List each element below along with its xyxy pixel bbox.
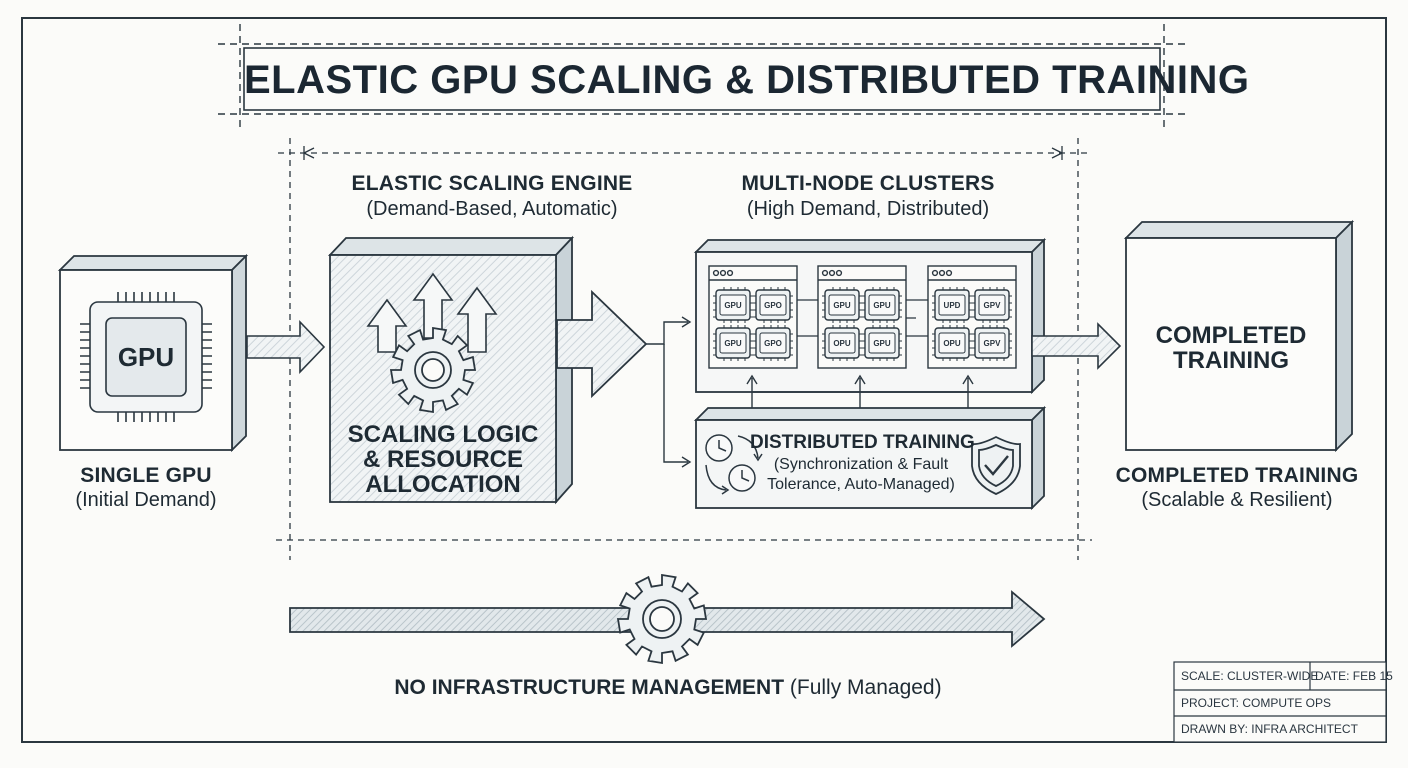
managed-label: NO INFRASTRUCTURE MANAGEMENT (Fully Mana… (300, 676, 1036, 700)
gpu-chip-icon (80, 292, 212, 422)
node-links (797, 299, 928, 337)
completed-box-line-1: COMPLETED (1155, 322, 1307, 349)
gpu-chip-label: GPU (724, 339, 742, 348)
gpu-chip: GPO (753, 325, 793, 361)
scaling-logic-line-1: SCALING LOGIC (347, 421, 539, 448)
gpu-chip: GPU (713, 325, 753, 361)
gpu-chip-label: GPU (724, 301, 742, 310)
arrow-to-completed (1031, 322, 1122, 370)
gpu-chip: GPO (753, 287, 793, 323)
managed-gear-icon (616, 573, 708, 665)
gpu-chip: GPV (972, 325, 1012, 361)
scaling-logic-line-2: & RESOURCE (362, 446, 524, 473)
arrow-to-clusters (556, 289, 648, 399)
title-block-date: DATE: FEB 15 (1315, 669, 1393, 683)
gpu-chip: GPV (972, 287, 1012, 323)
engine-gear-icon (389, 326, 477, 414)
title-block-grid (1173, 661, 1387, 743)
completed-box-label: COMPLETED TRAINING (1126, 323, 1336, 373)
completed-sub: (Scalable & Resilient) (1141, 489, 1333, 511)
gpu-chip: GPU (862, 287, 902, 323)
managed-label-bold: NO INFRASTRUCTURE MANAGEMENT (394, 676, 785, 699)
shield-check-icon (971, 435, 1021, 495)
cluster-nodes: GPU GPO GPU GPO GPU GPU OPU GPU UPD GPV OPU GPV (708, 265, 1017, 369)
scaling-engine-sub: (Demand-Based, Automatic) (366, 198, 618, 220)
gpu-chip-label: GPU (117, 342, 175, 372)
gpu-chip-label: GPU (873, 301, 891, 310)
clock-sync-icon (705, 434, 763, 495)
distributed-heading: DISTRIBUTED TRAINING (750, 432, 975, 453)
gpu-chip-label: OPU (833, 339, 851, 348)
cluster-node: GPU GPO GPU GPO (708, 265, 798, 369)
scaling-logic-label: SCALING LOGIC & RESOURCE ALLOCATION (330, 422, 556, 497)
cluster-node: UPD GPV OPU GPV (927, 265, 1017, 369)
single-gpu-sub: (Initial Demand) (75, 489, 217, 511)
scaling-engine-heading: ELASTIC SCALING ENGINE (351, 172, 633, 195)
distributed-sub: (Synchronization & Fault Tolerance, Auto… (750, 455, 972, 495)
clusters-sub: (High Demand, Distributed) (746, 198, 990, 220)
scale-up-arrows-icon (366, 272, 498, 353)
gpu-chip: OPU (932, 325, 972, 361)
completed-box (1123, 219, 1355, 453)
gpu-chip-label: GPO (764, 301, 782, 310)
gpu-chip-label: GPU (873, 339, 891, 348)
completed-box-line-2: TRAINING (1173, 347, 1289, 374)
outer-frame (21, 17, 1387, 743)
page-title: ELASTIC GPU SCALING & DISTRIBUTED TRAINI… (244, 58, 1250, 102)
gpu-chip-label: GPV (984, 339, 1002, 348)
single-gpu-heading: SINGLE GPU (80, 464, 212, 487)
gpu-chip-label: OPU (943, 339, 961, 348)
cluster-node: GPU GPU OPU GPU (817, 265, 907, 369)
engine-region-frame (276, 138, 1092, 560)
distributed-sub-line-1: (Synchronization & Fault (773, 456, 949, 473)
branch-arrows (646, 316, 692, 468)
title-block-project: PROJECT: COMPUTE OPS (1181, 696, 1332, 710)
gpu-chip: GPU (822, 287, 862, 323)
managed-label-normal: (Fully Managed) (784, 676, 942, 699)
clusters-heading: MULTI-NODE CLUSTERS (741, 172, 995, 195)
title-frame (218, 24, 1188, 132)
gpu-chip: GPU (713, 287, 753, 323)
gpu-chip: OPU (822, 325, 862, 361)
gpu-chip-label: GPO (764, 339, 782, 348)
arrow-to-engine (246, 320, 326, 374)
title-block-scale: SCALE: CLUSTER-WIDE (1181, 669, 1319, 683)
gpu-chip: UPD (932, 287, 972, 323)
gpu-chip-label: GPU (833, 301, 851, 310)
distributed-sub-line-2: Tolerance, Auto-Managed) (767, 476, 955, 493)
gpu-chip-label: UPD (944, 301, 961, 310)
gpu-chip-label: GPV (984, 301, 1002, 310)
scaling-logic-line-3: ALLOCATION (365, 471, 521, 498)
completed-heading: COMPLETED TRAINING (1115, 464, 1359, 487)
gpu-chip: GPU (862, 325, 902, 361)
title-block-drawn-by: DRAWN BY: INFRA ARCHITECT (1181, 722, 1358, 736)
